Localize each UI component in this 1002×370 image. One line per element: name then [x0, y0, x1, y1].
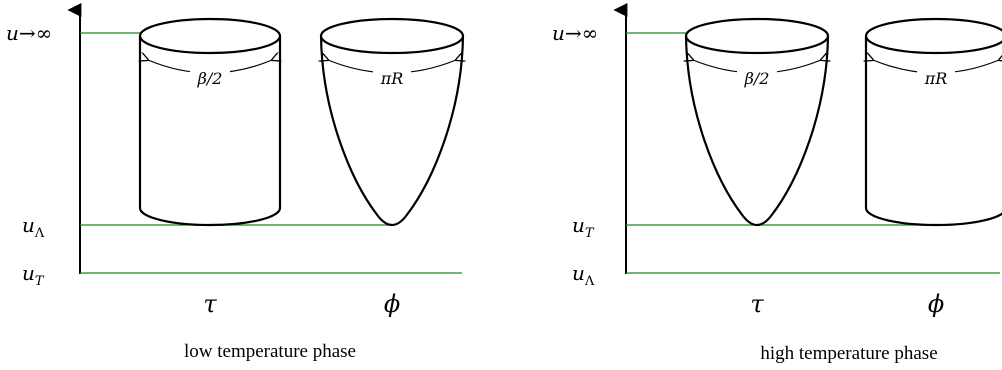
tau-cigar: β/2: [686, 17, 828, 227]
label-phi: ϕ: [384, 290, 400, 318]
caption-high-temperature: high temperature phase: [760, 343, 937, 364]
label-phi: ϕ: [928, 290, 944, 318]
tau-cylinder: β/2: [140, 17, 280, 227]
panel-high-temperature: u→∞ uT uΛ β/2 πR τ ϕ high temperature ph…: [552, 3, 1002, 364]
label-u-lambda: uΛ: [22, 213, 45, 241]
tau-circumference-label: β/2: [197, 69, 223, 88]
phi-circumference-label: πR: [380, 69, 404, 88]
panel-low-temperature: u→∞ uΛ uT β/2 πR τ ϕ low temperature pha…: [6, 3, 463, 362]
label-u-T: uT: [572, 213, 595, 241]
label-tau: τ: [203, 290, 217, 318]
label-u-T: uT: [22, 261, 45, 289]
label-u-infinity: u→∞: [6, 21, 52, 45]
phi-circumference-label: πR: [924, 69, 948, 88]
label-u-infinity: u→∞: [552, 21, 598, 45]
caption-low-temperature: low temperature phase: [184, 341, 356, 362]
phi-cigar: πR: [321, 17, 463, 227]
label-tau: τ: [750, 290, 764, 318]
tau-circumference-label: β/2: [744, 69, 770, 88]
phi-cylinder: πR: [866, 17, 1002, 227]
label-u-lambda: uΛ: [572, 261, 595, 289]
